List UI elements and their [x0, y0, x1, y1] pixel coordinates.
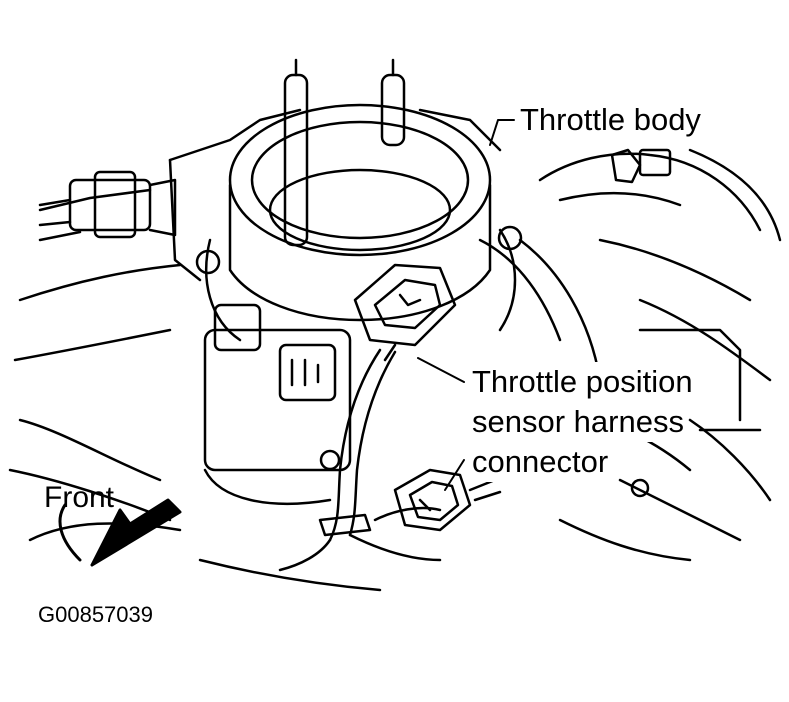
left-connector — [38, 170, 177, 239]
wiring-harness — [278, 348, 442, 572]
callout-tps-line-1: Throttle position — [470, 362, 695, 402]
throttle-rods — [283, 58, 406, 247]
figure-id: G00857039 — [38, 602, 153, 627]
front-arrow-icon — [58, 498, 182, 567]
callout-tps-line-2: sensor harness — [470, 402, 686, 442]
callout-tps-harness-connector: Throttle position sensor harness connect… — [466, 362, 699, 482]
engine-background-lines — [8, 148, 782, 592]
harness-connector — [353, 263, 457, 362]
throttle-body — [168, 103, 650, 498]
front-direction-label: Front — [44, 481, 115, 514]
callout-tps-line-3: connector — [470, 442, 611, 482]
throttle-position-sensor — [203, 303, 352, 505]
lower-connector — [393, 468, 502, 532]
fitting-top-right — [610, 148, 672, 184]
callout-throttle-body: Throttle body — [516, 100, 705, 140]
leader-lines — [417, 119, 515, 491]
